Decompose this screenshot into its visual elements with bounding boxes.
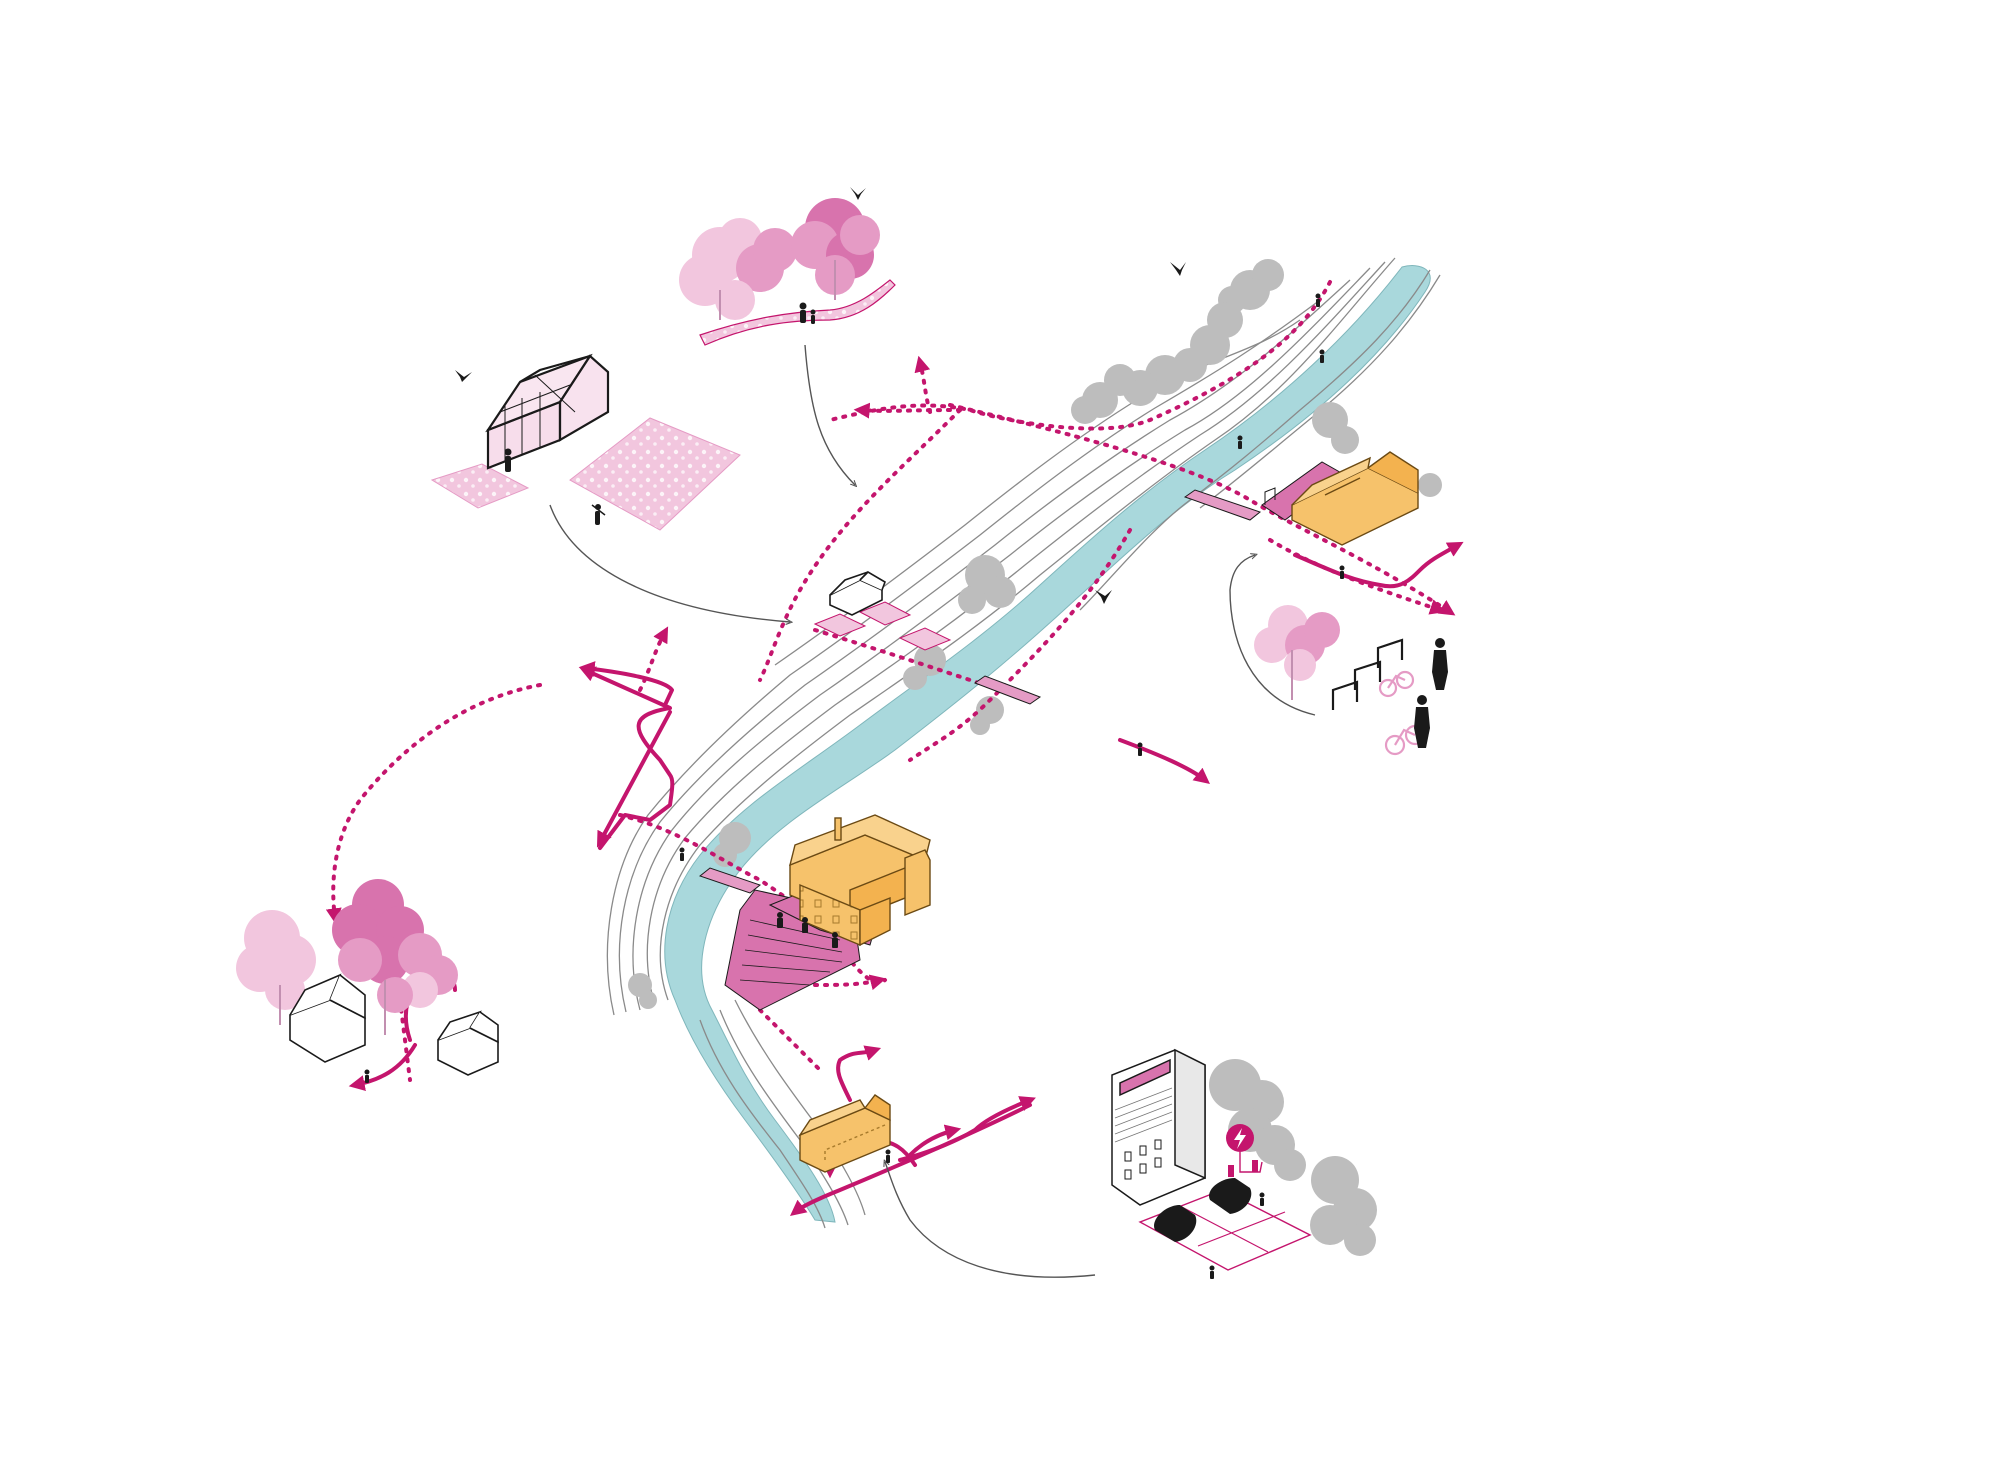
charging-station [1226,1124,1263,1177]
tree-cluster-top-right [1071,259,1442,497]
bird-icon [455,370,472,382]
solid-route-south-2 [898,1096,1036,1162]
forest-walk-vignette [679,198,896,346]
solid-route-west-3 [596,710,672,848]
dotted-route-north [828,280,1332,431]
flower-field-large [569,417,741,531]
village-vignette [236,879,499,1076]
house-right [437,1010,499,1076]
scattered-people [364,293,1345,1163]
office-building [1111,1048,1206,1206]
bike-rack-icon [1264,487,1276,505]
lightning-icon [1234,1128,1246,1149]
field-plot-3 [898,627,952,651]
house-left [289,973,366,1063]
person-icon [1259,1192,1265,1206]
forest-path [699,279,896,346]
person-icon [591,504,606,525]
greenhouse [485,353,610,470]
person-icon [777,912,783,928]
field-plot-1 [813,613,867,637]
solid-route-west [579,666,675,850]
dotted-route-south-down [758,1008,822,1072]
bird-icon [1170,262,1186,276]
dotted-route-left-loop [325,683,542,925]
person-icon [1209,1265,1215,1279]
factory-building [788,814,931,947]
parking-lot [1138,1189,1312,1271]
solid-route-east-bridge [1293,541,1464,589]
callout-line-bike [1229,555,1316,716]
person-icon [1414,695,1430,748]
dotted-route-to-bridge [948,403,1456,616]
person-icon [1137,742,1143,756]
amphitheatre-lines [739,919,843,986]
dotted-route-south [618,813,887,985]
person-icon [799,302,816,324]
riverside-hall-north [1261,451,1419,546]
callout-line-parking [885,1162,1096,1278]
solid-route-mid-east [1118,738,1210,784]
person-icon [1315,293,1321,307]
dotted-route-diagonal-main [758,408,962,682]
bridge-north [1183,489,1262,521]
bicycle-icon [1378,670,1415,698]
pedestrian-bridges [698,489,1262,894]
person-icon [802,917,808,933]
dotted-route-up-left [638,626,669,692]
person-icon [504,448,512,472]
bike-stands [1331,638,1404,710]
river-water [664,265,1431,1223]
person-icon [1319,349,1325,363]
solid-route-west-2 [578,661,674,707]
car-icon [1154,1205,1197,1242]
person-icon [364,1069,370,1083]
bike-station-vignette [1254,605,1448,756]
bridge-south [698,867,762,894]
callout-lines [549,344,1316,1278]
grey-trees [628,259,1442,1256]
pink-trees-top [679,198,880,320]
factory-complex [724,814,931,1011]
person-icon [679,847,685,861]
person-icon [1339,565,1345,579]
person-icon [832,932,838,948]
mobility-hub-vignette [1111,1048,1312,1279]
bridge-mid [973,675,1042,705]
bird-icon [1095,590,1112,604]
bird-icon [850,187,866,200]
dotted-route-mid-diagonal [908,528,1132,762]
person-icon [885,1149,891,1163]
flower-field-small [430,463,530,509]
solid-route-south-4 [836,1045,882,1102]
greenhouse-vignette [430,353,741,531]
birds [455,187,1186,604]
person-icon [1237,435,1243,449]
solid-route-south-1 [790,1103,1032,1216]
callout-line-path-to-field [804,344,855,485]
hall-building [1291,451,1419,546]
river-corridor [606,257,1441,1229]
riverside-building-south [798,1094,891,1173]
tree-cluster-mid [628,555,1016,1009]
mobility-routes [325,280,1464,1216]
dotted-route-plaza-out [813,974,887,991]
person-icon [1432,638,1448,690]
farm-house-vignette [813,570,952,651]
parking-divider [1179,1205,1286,1253]
dotted-route-west-branch [853,402,962,419]
callout-line-greenhouse-to-field [549,504,790,622]
field-plot-2 [858,601,912,626]
pink-trees-left [236,879,458,1035]
car-icon [1209,1178,1252,1214]
solid-route-south-5 [908,1124,962,1157]
farm-house [829,570,886,616]
